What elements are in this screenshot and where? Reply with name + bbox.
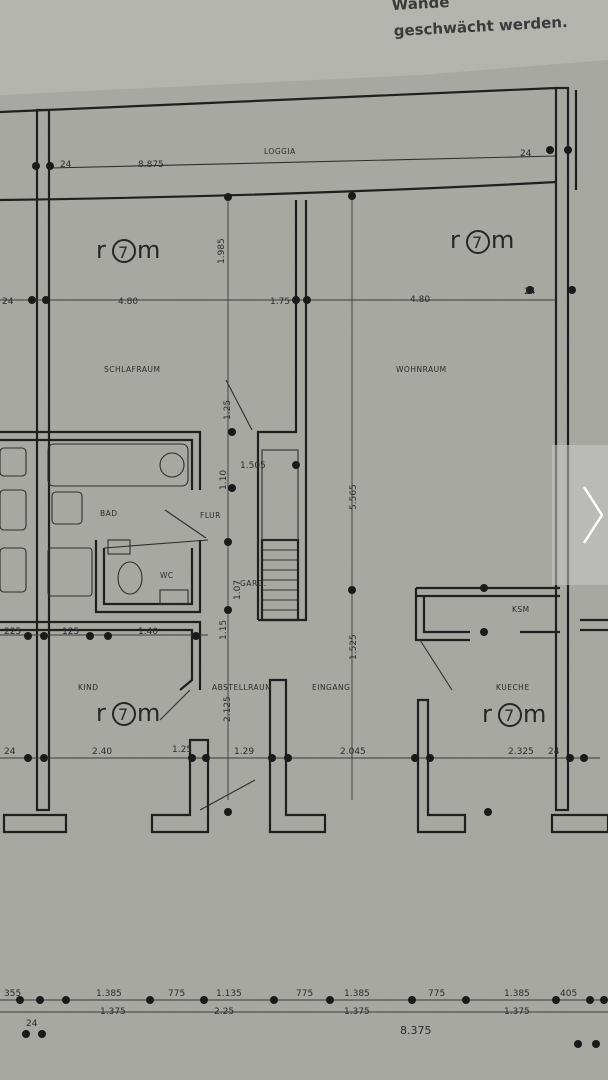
room-mark-kind: r 7 m [96,699,160,727]
svg-text:m: m [491,226,514,254]
dim-bot-3: 1.135 [216,989,242,999]
dim-mid-1505: 1.505 [240,461,266,471]
dim-row3-129: 1.29 [234,747,254,757]
dim-top-24-right: 24 [520,149,532,159]
toilet [117,561,143,595]
dim-bot2-3: 1.375 [504,1007,530,1017]
svg-text:r: r [96,236,106,264]
dim-vert-5565: 5.565 [349,484,359,510]
dim-bot-24: 24 [26,1019,38,1029]
dim-row1-24-right: 24 [524,287,536,297]
dim-row1-480-left: 4.80 [118,297,138,307]
svg-text:m: m [137,236,160,264]
bathtub [47,443,189,487]
dim-bot2-0: 1.375 [100,1007,126,1017]
svg-text:7: 7 [472,233,482,252]
room-abstellraum: ABSTELLRAUM [212,683,272,692]
header-line-1: Wände [391,0,450,14]
dim-loggia: 8.875 [138,160,164,170]
dim-row3-2325: 2.325 [508,747,534,757]
dim-row3-240: 2.40 [92,747,112,757]
dim-bot-0: 355 [4,989,21,999]
room-wc: WC [160,571,174,580]
dim-vert-107: 1.07 [233,580,243,600]
dim-row3-24: 24 [4,747,16,757]
dim-row2-225: 225 [4,627,21,637]
dim-bot-8: 405 [560,989,577,999]
dim-row3-125: 1.25 [172,745,192,755]
dim-bot2-1: 2.25 [214,1007,234,1017]
dim-bot-1: 1.385 [96,989,122,999]
dim-bot-7: 1.385 [504,989,530,999]
svg-text:7: 7 [118,705,128,724]
room-mark-kueche: r 7 m [482,700,546,728]
left-outer-wall [35,108,51,812]
dim-row2-125: 125 [62,627,79,637]
dim-row1-480-right: 4.80 [410,295,430,305]
dim-bot-4: 775 [296,989,313,999]
dim-bot-2: 775 [168,989,185,999]
loggia-dim-line [49,155,557,169]
room-eingang: EINGANG [312,683,350,692]
dim-row3-24-right: 24 [548,747,560,757]
dim-row2-140: 1.40 [138,627,158,637]
room-schlafraum: SCHLAFRAUM [104,365,160,374]
dim-vert-1525: 1.525 [349,634,359,660]
svg-text:7: 7 [504,706,514,725]
room-wohnraum: WOHNRAUM [396,365,447,374]
dim-row3-204: 2.045 [340,747,366,757]
loggia-outer-edge [0,86,557,114]
chevron-right-icon [582,486,604,544]
room-bad: BAD [100,509,118,518]
room-kueche: KUECHE [496,683,530,692]
room-kind: KIND [78,683,99,692]
dim-vert-1985: 1.985 [217,238,227,264]
dim-vert-2125: 2.125 [223,696,233,722]
dim-vert-125: 1.25 [223,400,233,420]
svg-text:r: r [96,699,106,727]
room-gard: GARD. [240,579,267,588]
room-ksm: KSM [512,605,530,614]
svg-text:r: r [450,226,460,254]
dim-top-24-left: 24 [60,160,72,170]
svg-text:r: r [482,700,492,728]
dim-vert-110: 1.10 [219,470,229,490]
room-flur: FLUR [200,511,221,520]
loggia-inner-edge [0,180,557,202]
dim-bot-5: 1.385 [344,989,370,999]
svg-text:m: m [137,699,160,727]
washbasin [51,491,83,525]
dim-row1-175: 1.75 [270,297,290,307]
dim-bot-total: 8.375 [400,1024,432,1037]
svg-text:m: m [523,700,546,728]
next-image-button[interactable] [552,445,608,585]
dim-bot-6: 775 [428,989,445,999]
room-mark-schlafraum: r 7 m [96,236,160,264]
svg-text:7: 7 [118,243,128,262]
room-loggia: LOGGIA [264,147,296,156]
dim-row1-24-left: 24 [2,297,14,307]
dim-vert-115: 1.15 [219,620,229,640]
dim-bot2-2: 1.375 [344,1007,370,1017]
room-mark-wohnraum: r 7 m [450,226,514,254]
